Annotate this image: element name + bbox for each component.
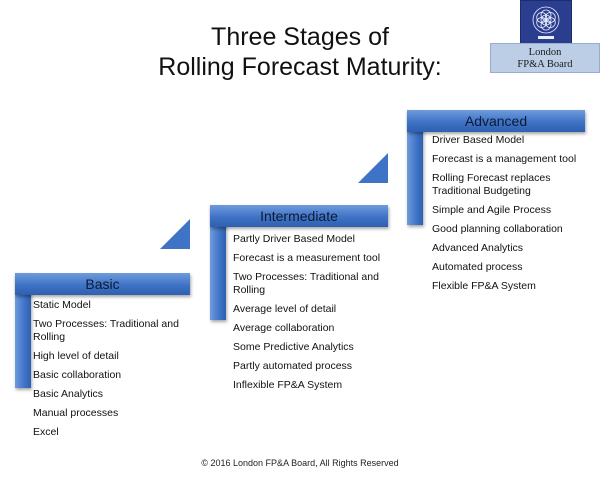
list-item: Forecast is a measurement tool	[233, 252, 381, 264]
list-item: Basic Analytics	[33, 388, 104, 400]
list-item: Partly automated process	[233, 360, 353, 372]
intermediate-bar: Intermediate	[210, 205, 388, 227]
basic-list: Static Model Two Processes: Traditional …	[33, 299, 193, 445]
list-item: High level of detail	[33, 350, 119, 362]
list-item: Inflexible FP&A System	[233, 379, 343, 391]
advanced-list: Driver Based Model Forecast is a managem…	[432, 134, 597, 299]
list-item: Static Model	[33, 299, 91, 311]
basic-bar: Basic	[15, 273, 190, 295]
list-item: Good planning collaboration	[432, 223, 563, 235]
list-item: Rolling Forecast replaces Traditional Bu…	[432, 172, 551, 197]
basic-label: Basic	[85, 276, 120, 292]
list-item: Flexible FP&A System	[432, 280, 536, 292]
advanced-bar: Advanced	[407, 110, 585, 132]
basic-post	[15, 273, 31, 388]
list-item: Partly Driver Based Model	[233, 233, 355, 245]
intermediate-post	[210, 205, 226, 320]
logo-text-line-2: FP&A Board	[517, 59, 573, 70]
basic-step-wedge	[160, 219, 190, 249]
list-item: Simple and Agile Process	[432, 204, 552, 216]
list-item: Automated process	[432, 261, 523, 273]
list-item: Two Processes: Traditional and Rolling	[233, 271, 379, 296]
list-item: Basic collaboration	[33, 369, 122, 381]
list-item: Excel	[33, 426, 59, 438]
list-item: Average collaboration	[233, 322, 335, 334]
list-item: Two Processes: Traditional and Rolling	[33, 318, 179, 343]
intermediate-label: Intermediate	[260, 208, 338, 224]
advanced-label: Advanced	[464, 113, 528, 129]
list-item: Driver Based Model	[432, 134, 525, 146]
list-item: Average level of detail	[233, 303, 337, 315]
list-item: Advanced Analytics	[432, 242, 524, 254]
title-line-2: Rolling Forecast Maturity:	[158, 53, 442, 81]
intermediate-step-wedge	[358, 153, 388, 183]
logo: London FP&A Board	[490, 0, 600, 75]
copyright-footer: © 2016 London FP&A Board, All Rights Res…	[201, 458, 399, 468]
logo-plate: London FP&A Board	[490, 43, 600, 73]
list-item: Forecast is a management tool	[432, 153, 577, 165]
logo-text-line-1: London	[528, 47, 562, 58]
list-item: Some Predictive Analytics	[233, 341, 354, 353]
intermediate-list: Partly Driver Based Model Forecast is a …	[233, 233, 393, 398]
list-item: Manual processes	[33, 407, 119, 419]
flower-emblem-icon	[520, 0, 572, 44]
title-line-1: Three Stages of	[211, 23, 389, 51]
advanced-post	[407, 110, 423, 225]
page-title: Three Stages of Rolling Forecast Maturit…	[120, 22, 480, 82]
